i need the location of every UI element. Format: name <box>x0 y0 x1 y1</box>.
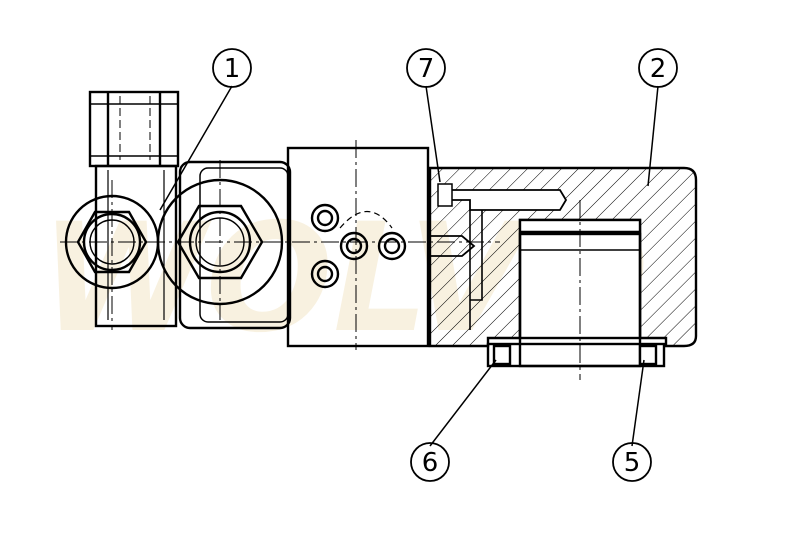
callout-label-1: 1 <box>224 54 241 84</box>
callout-label-2: 2 <box>650 54 667 84</box>
leader-lines <box>159 85 659 447</box>
callout-label-6: 6 <box>422 448 439 478</box>
callout-label-5: 5 <box>624 448 641 478</box>
bottom-seal-ring <box>486 342 666 368</box>
callout-label-7: 7 <box>418 54 435 84</box>
callout-circles <box>212 48 678 482</box>
center-lines <box>60 140 581 380</box>
hatched-housing <box>428 166 698 348</box>
